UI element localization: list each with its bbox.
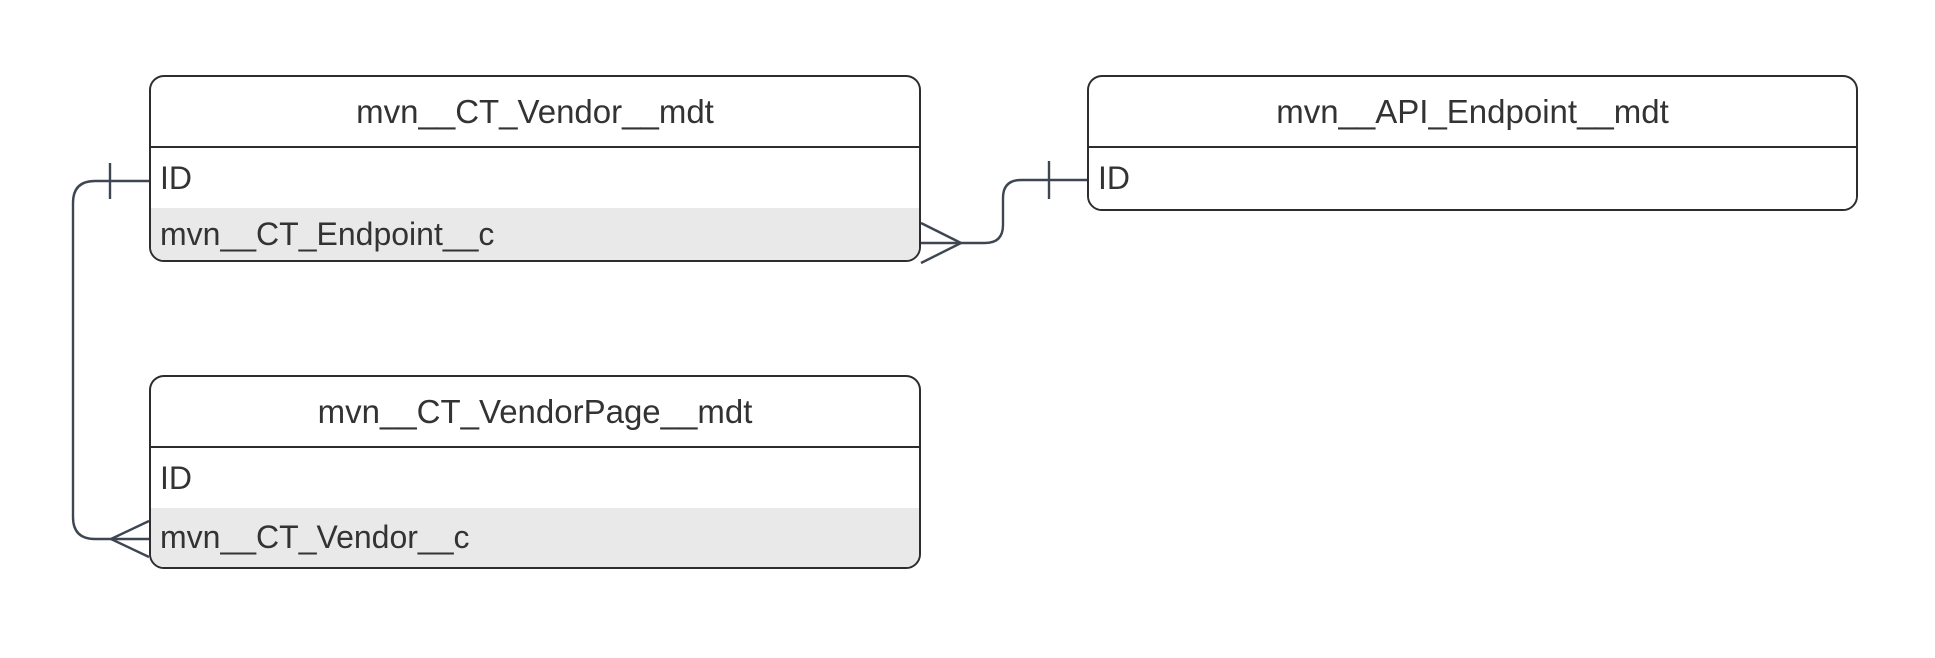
connector-line[interactable] xyxy=(71,179,149,541)
relationship-vendor-to-api-endpoint[interactable] xyxy=(920,161,1087,265)
connector-line[interactable] xyxy=(961,178,1087,245)
crowfoot-many-marker xyxy=(920,221,962,245)
table-field-row[interactable]: mvn__CT_Vendor__c xyxy=(151,508,919,567)
table-field-row[interactable]: mvn__CT_Endpoint__c xyxy=(151,208,919,260)
crowfoot-many-marker xyxy=(110,519,150,541)
crowfoot-many-marker xyxy=(920,241,962,265)
relationship-vendor-to-vendor-page[interactable] xyxy=(71,163,150,559)
table-title: mvn__API_Endpoint__mdt xyxy=(1089,77,1856,148)
table-title: mvn__CT_Vendor__mdt xyxy=(151,77,919,148)
table-title: mvn__CT_VendorPage__mdt xyxy=(151,377,919,448)
table-field-row[interactable]: ID xyxy=(151,448,919,508)
crowfoot-many-marker xyxy=(110,537,150,559)
table-field-row[interactable]: ID xyxy=(1089,148,1856,209)
table-field-row[interactable]: ID xyxy=(151,148,919,208)
